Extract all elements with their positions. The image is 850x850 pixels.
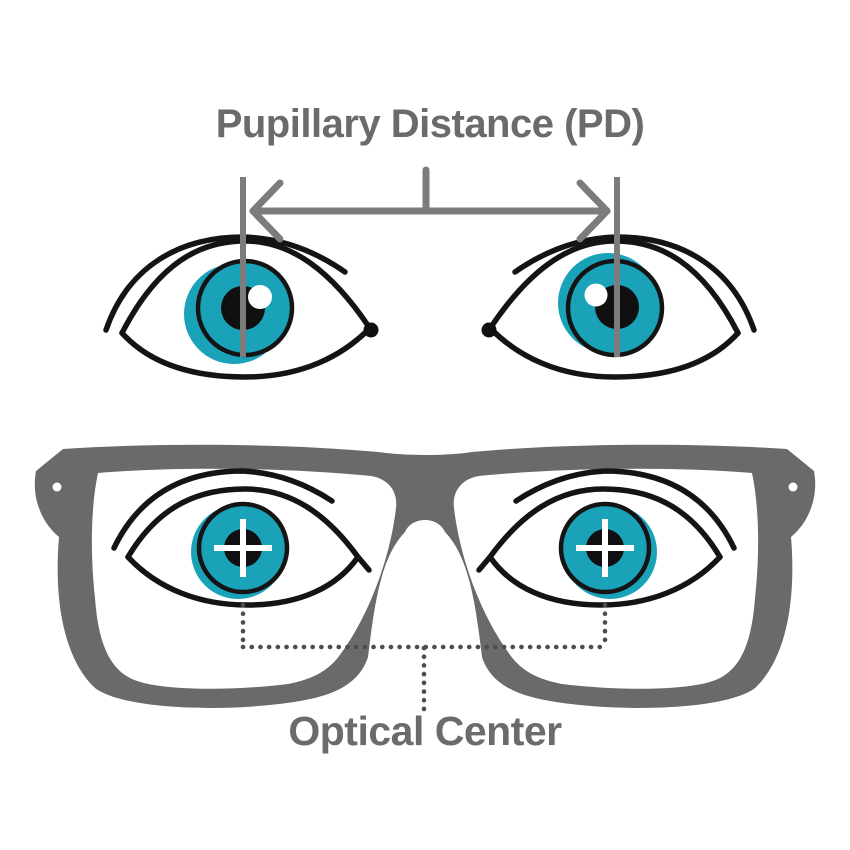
optical-center-crosshair-left [214,519,272,577]
right-pupil-highlight [584,283,608,307]
right-hinge-rivet [788,482,798,492]
left-lower-eyelid [119,326,372,380]
pd-measurement [240,166,620,357]
left-lens-eyelid-crease [111,468,335,551]
glasses-right-eye [476,468,737,608]
right-lens-lower-eyelid [487,554,723,608]
glasses-frame [34,444,816,708]
optical-center-label: Optical Center [288,708,562,754]
glasses [34,444,816,708]
left-pupil-highlight [248,285,272,309]
left-lens-eye-corner-flick [355,554,372,573]
pd-arrowhead-right [576,179,611,243]
left-hinge-rivet [52,482,62,492]
left-lens-upper-eyelid [125,486,361,560]
right-lens-upper-eyelid [487,486,723,560]
left-eyelid-crease [103,234,348,333]
left-lens-lower-eyelid [125,554,361,608]
right-eyelid-crease [512,234,757,333]
right-lower-eyelid [488,326,741,380]
optical-center-guides [240,602,608,715]
right-lens-eyelid-crease [513,468,737,551]
pd-arrowhead-left [249,179,284,243]
optical-center-crosshair-right [576,519,634,577]
glasses-left-eye [111,468,372,608]
right-tear-duct [481,322,497,338]
pd-title: Pupillary Distance (PD) [215,102,645,146]
left-tear-duct [363,322,379,338]
right-lens-eye-corner-flick [476,554,493,573]
